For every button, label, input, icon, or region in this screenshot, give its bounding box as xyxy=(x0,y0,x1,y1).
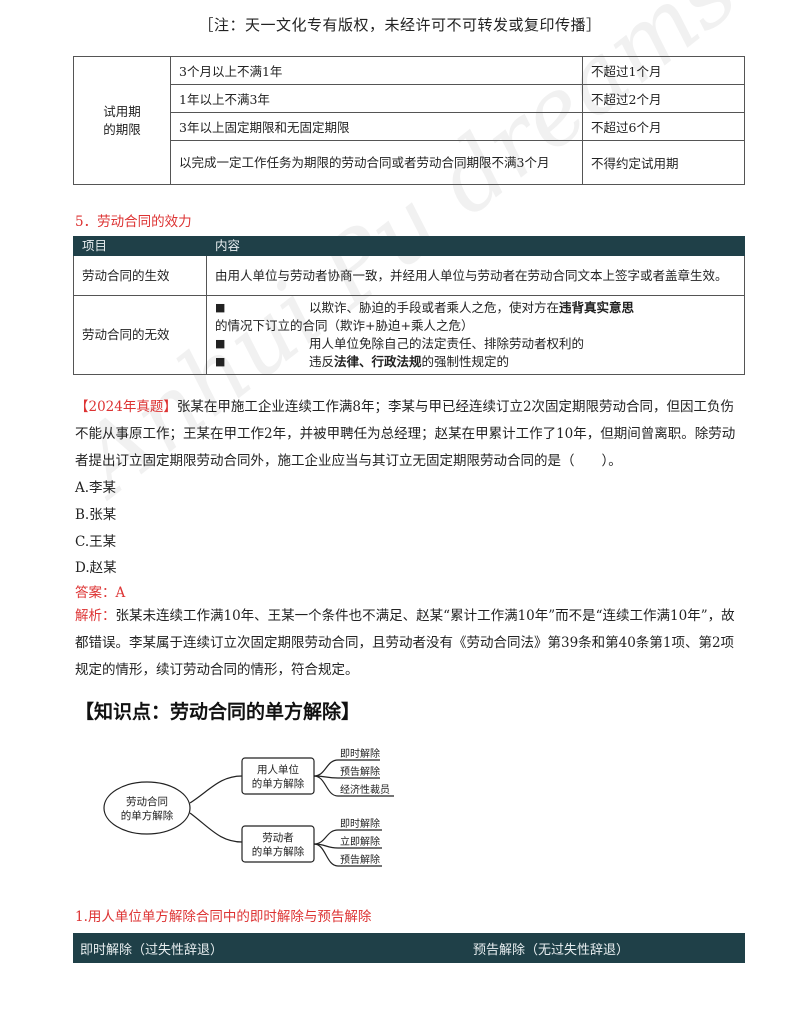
limit-cell: 不得约定试用期 xyxy=(582,140,745,185)
highlight-text: 法律、行政法规 xyxy=(334,354,422,369)
employer-branch-label: 预告解除 xyxy=(340,765,380,778)
option-b: B.张某 xyxy=(75,507,117,523)
item-text: 的强制性规定的 xyxy=(421,354,510,369)
table-header-row: 即时解除（过失性辞退） 预告解除（无过失性辞退） xyxy=(73,933,745,963)
worker-label: 的单方解除 xyxy=(252,845,305,858)
root-label: 的单方解除 xyxy=(121,809,174,822)
item-text: 违反 xyxy=(309,354,335,369)
bullet-icon: ■ xyxy=(215,337,226,350)
question-text: 张某在甲施工企业连续工作满8年；李某与甲已经连续订立2次固定期限劳动合同，但因工… xyxy=(75,399,736,469)
duration-cell: 1年以上不满3年 xyxy=(170,84,583,113)
answer: 答案：A xyxy=(75,585,126,601)
list-item: ■ 违反法律、行政法规的强制性规定的 xyxy=(215,353,736,371)
exam-question: 【2024年真题】张某在甲施工企业连续工作满8年；李某与甲已经连续订立2次固定期… xyxy=(75,394,745,475)
highlight-text: 违背真实意思 xyxy=(559,300,635,315)
limit-cell: 不超过6个月 xyxy=(582,112,745,141)
table-row: 以完成一定工作任务为期限的劳动合同或者劳动合同期限不满3个月 不得约定试用期 xyxy=(74,140,745,185)
worker-branch-label: 立即解除 xyxy=(340,835,380,848)
question-tag: 【2024年真题】 xyxy=(75,399,177,415)
item-text: 以欺诈、胁迫的手段或者乘人之危，使对方在 xyxy=(309,300,560,315)
employer-label: 用人单位 xyxy=(257,763,299,776)
worker-label: 劳动者 xyxy=(262,831,294,844)
connector xyxy=(313,775,394,797)
connector xyxy=(313,829,382,845)
copyright-note: ［注：天一文化专有版权，未经许可不可转发或复印传播］ xyxy=(198,16,602,34)
row-label: 劳动合同的生效 xyxy=(73,255,207,296)
column-header: 即时解除（过失性辞退） xyxy=(73,933,467,963)
unilateral-termination-mindmap: 劳动合同 的单方解除 用人单位 的单方解除 劳动者 的单方解除 即时解除 预告解… xyxy=(103,747,394,867)
option-d: D.赵某 xyxy=(75,560,117,576)
column-header: 预告解除（无过失性辞退） xyxy=(466,933,745,963)
duration-cell: 3年以上固定期限和无固定期限 xyxy=(170,112,583,141)
item-text: 用人单位免除自己的法定责任、排除劳动者权利的 xyxy=(309,336,585,351)
termination-type-table: 即时解除（过失性辞退） 预告解除（无过失性辞退） xyxy=(73,933,745,963)
option-a: A.李某 xyxy=(75,480,117,496)
duration-cell: 以完成一定工作任务为期限的劳动合同或者劳动合同期限不满3个月 xyxy=(170,140,583,185)
list-item: ■ 以欺诈、胁迫的手段或者乘人之危，使对方在违背真实意思 xyxy=(215,299,736,317)
duration-cell: 3个月以上不满1年 xyxy=(170,56,583,85)
root-node xyxy=(103,781,191,835)
connector xyxy=(189,812,243,843)
contract-effect-table: 项目 内容 劳动合同的生效 由用人单位与劳动者协商一致，并经用人单位与劳动者在劳… xyxy=(73,236,745,375)
employer-branch-label: 即时解除 xyxy=(340,747,380,760)
limit-cell: 不超过2个月 xyxy=(582,84,745,113)
list-item: ■ 用人单位免除自己的法定责任、排除劳动者权利的 xyxy=(215,335,736,353)
employer-label: 的单方解除 xyxy=(252,777,305,790)
section-title: 5．劳动合同的效力 xyxy=(75,214,192,230)
probation-table: 试用期的期限 3个月以上不满1年 不超过1个月 1年以上不满3年 不超过2个月 … xyxy=(73,56,745,185)
section-title: 1.用人单位单方解除合同中的即时解除与预告解除 xyxy=(75,909,372,925)
item-text-continued: 的情况下订立的合同（欺诈+胁迫+乘人之危） xyxy=(215,318,474,333)
connector xyxy=(313,843,382,867)
limit-cell: 不超过1个月 xyxy=(582,56,745,85)
connector xyxy=(313,759,380,777)
row-content: ■ 以欺诈、胁迫的手段或者乘人之危，使对方在违背真实意思 的情况下订立的合同（欺… xyxy=(206,295,745,375)
root-label: 劳动合同 xyxy=(126,795,168,808)
table-row: 3年以上固定期限和无固定期限 不超过6个月 xyxy=(74,112,745,141)
row-content: 由用人单位与劳动者协商一致，并经用人单位与劳动者在劳动合同文本上签字或者盖章生效… xyxy=(206,255,745,296)
analysis-text: 张某未连续工作满10年、王某一个条件也不满足、赵某“累计工作满10年”而不是“连… xyxy=(75,608,735,678)
analysis: 解析：张某未连续工作满10年、王某一个条件也不满足、赵某“累计工作满10年”而不… xyxy=(75,603,735,684)
table-header-row: 项目 内容 xyxy=(73,236,745,256)
table-row: 劳动合同的生效 由用人单位与劳动者协商一致，并经用人单位与劳动者在劳动合同文本上… xyxy=(73,255,745,296)
worker-branch-label: 即时解除 xyxy=(340,817,380,830)
knowledge-point-title: 【知识点：劳动合同的单方解除】 xyxy=(75,701,361,723)
column-header: 项目 xyxy=(73,236,207,256)
analysis-label: 解析： xyxy=(75,608,116,624)
option-c: C.王某 xyxy=(75,534,117,550)
table-row: 1年以上不满3年 不超过2个月 xyxy=(74,84,745,113)
connector xyxy=(189,775,243,804)
row-label: 劳动合同的无效 xyxy=(73,295,207,375)
bullet-icon: ■ xyxy=(215,301,226,314)
worker-branch-label: 预告解除 xyxy=(340,853,380,866)
column-header: 内容 xyxy=(206,236,745,256)
bullet-icon: ■ xyxy=(215,355,226,368)
probation-category: 试用期的期限 xyxy=(103,103,141,137)
employer-branch-label: 经济性裁员 xyxy=(340,783,390,796)
table-row: 试用期的期限 3个月以上不满1年 不超过1个月 xyxy=(73,56,745,185)
table-row: 劳动合同的无效 ■ 以欺诈、胁迫的手段或者乘人之危，使对方在违背真实意思 的情况… xyxy=(73,295,745,375)
probation-category-cell: 试用期的期限 xyxy=(73,56,171,185)
